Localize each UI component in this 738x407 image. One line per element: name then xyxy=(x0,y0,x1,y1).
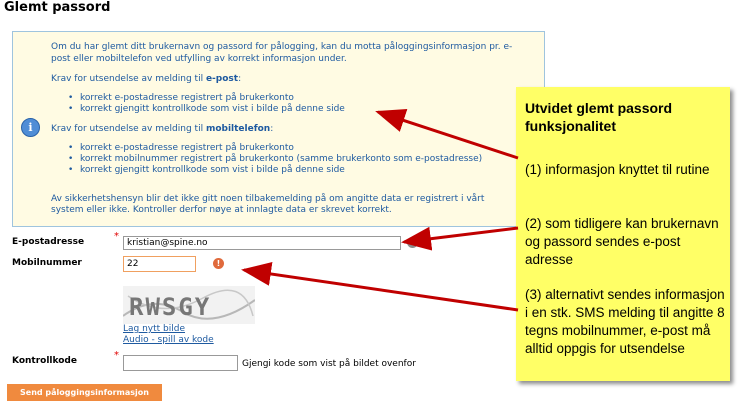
page-title: Glemt passord xyxy=(4,0,111,15)
info-icon: i xyxy=(21,118,40,137)
error-icon: ! xyxy=(213,258,224,269)
mobile-label: Mobilnummer xyxy=(12,258,82,268)
arrow-to-email xyxy=(401,226,519,251)
check-icon: ✓ xyxy=(407,237,418,248)
epost-requirements-heading: Krav for utsendelse av melding til e-pos… xyxy=(51,74,242,84)
epost-req-item: korrekt gjengitt kontrollkode som vist i… xyxy=(80,104,345,114)
code-input[interactable] xyxy=(123,355,238,371)
captcha-text: RWSGY xyxy=(129,293,211,321)
mobil-requirements-heading: Krav for utsendelse av melding til mobil… xyxy=(51,124,274,134)
security-note-line2: system eller ikke. Kontroller derfor nøy… xyxy=(51,205,392,215)
mobil-req-item: korrekt e-postadresse registrert på bruk… xyxy=(80,143,294,153)
bullet-icon: • xyxy=(68,104,74,114)
code-label: Kontrollkode xyxy=(12,356,77,366)
new-image-link[interactable]: Lag nytt bilde xyxy=(123,324,186,334)
audio-link[interactable]: Audio - spill av kode xyxy=(123,335,214,345)
callout-box: Utvidet glemt passord funksjonalitet (1)… xyxy=(516,87,730,381)
send-login-info-button[interactable]: Send påloggingsinformasjon xyxy=(7,384,162,401)
captcha-image: RWSGY xyxy=(122,286,256,324)
callout-title: Utvidet glemt passord funksjonalitet xyxy=(525,100,673,134)
callout-item-2: (2) som tidligere kan brukernavn og pass… xyxy=(525,216,719,267)
callout-item-1: (1) informasjon knyttet til rutine xyxy=(525,162,710,177)
bullet-icon: • xyxy=(68,93,74,103)
bullet-icon: • xyxy=(68,165,74,175)
bullet-icon: • xyxy=(68,154,74,164)
email-label: E-postadresse xyxy=(12,237,85,247)
info-intro-line1: Om du har glemt ditt brukernavn og passo… xyxy=(51,42,513,52)
mobile-input[interactable] xyxy=(123,256,196,272)
email-input[interactable] xyxy=(123,236,401,250)
callout-item-3: (3) alternativt sendes informasjon i en … xyxy=(525,287,725,356)
arrow-to-mobile xyxy=(241,262,519,312)
bullet-icon: • xyxy=(68,143,74,153)
epost-req-item: korrekt e-postadresse registrert på bruk… xyxy=(80,93,294,103)
required-mark: * xyxy=(114,231,119,242)
captcha-noise: RWSGY xyxy=(122,289,256,321)
mobil-req-item: korrekt gjengitt kontrollkode som vist i… xyxy=(80,165,345,175)
security-note-line1: Av sikkerhetshensyn blir det ikke gitt n… xyxy=(51,194,485,204)
mobil-req-item: korrekt mobilnummer registrert på bruker… xyxy=(80,154,483,164)
required-mark: * xyxy=(114,350,119,361)
info-intro-line2: post eller mobiltelefon ved utfylling av… xyxy=(51,54,347,64)
code-hint: Gjengi kode som vist på bildet ovenfor xyxy=(242,359,416,369)
